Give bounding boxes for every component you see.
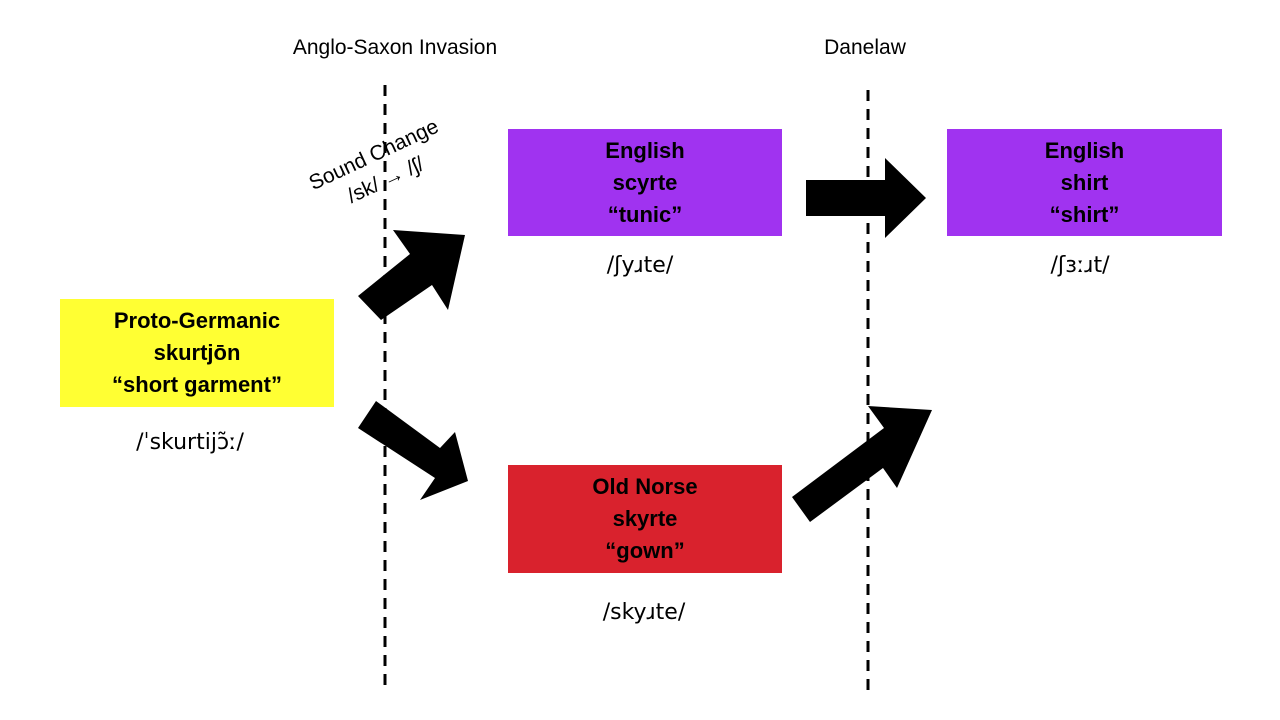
english-scyrte-language: English <box>605 137 685 163</box>
proto-germanic-gloss: “short garment” <box>112 372 282 397</box>
proto-germanic-ipa: /ˈskurtijɔ̃ː/ <box>136 430 244 455</box>
english-shirt-gloss: “shirt” <box>1049 201 1120 227</box>
arrow-scyrte-to-shirt <box>806 158 926 238</box>
english-shirt-word: shirt <box>1060 169 1109 195</box>
arrow-proto-to-english <box>358 230 465 320</box>
proto-germanic-language: Proto-Germanic <box>113 308 281 333</box>
english-shirt-box: English shirt “shirt” <box>947 129 1222 236</box>
period-label-anglo-saxon: Anglo-Saxon Invasion <box>292 36 498 59</box>
old-norse-ipa: /skyɹte/ <box>602 600 686 625</box>
english-scyrte-gloss: “tunic” <box>607 201 683 227</box>
arrow-norse-to-english <box>792 406 932 522</box>
proto-germanic-box: Proto-Germanic skurtjōn “short garment” <box>60 299 334 407</box>
period-label-danelaw: Danelaw <box>824 36 906 59</box>
english-scyrte-ipa: /ʃyɹte/ <box>606 253 674 278</box>
old-norse-gloss: “gown” <box>605 538 685 563</box>
english-scyrte-box: English scyrte “tunic” <box>508 129 782 236</box>
old-norse-box: Old Norse skyrte “gown” <box>508 465 782 573</box>
english-shirt-language: English <box>1044 137 1125 163</box>
old-norse-word: skyrte <box>612 506 678 531</box>
arrow-proto-to-norse <box>358 401 468 500</box>
proto-germanic-word: skurtjōn <box>153 340 241 365</box>
english-scyrte-word: scyrte <box>612 169 678 195</box>
english-shirt-ipa: /ʃɜːɹt/ <box>1050 253 1110 278</box>
old-norse-language: Old Norse <box>592 474 698 499</box>
